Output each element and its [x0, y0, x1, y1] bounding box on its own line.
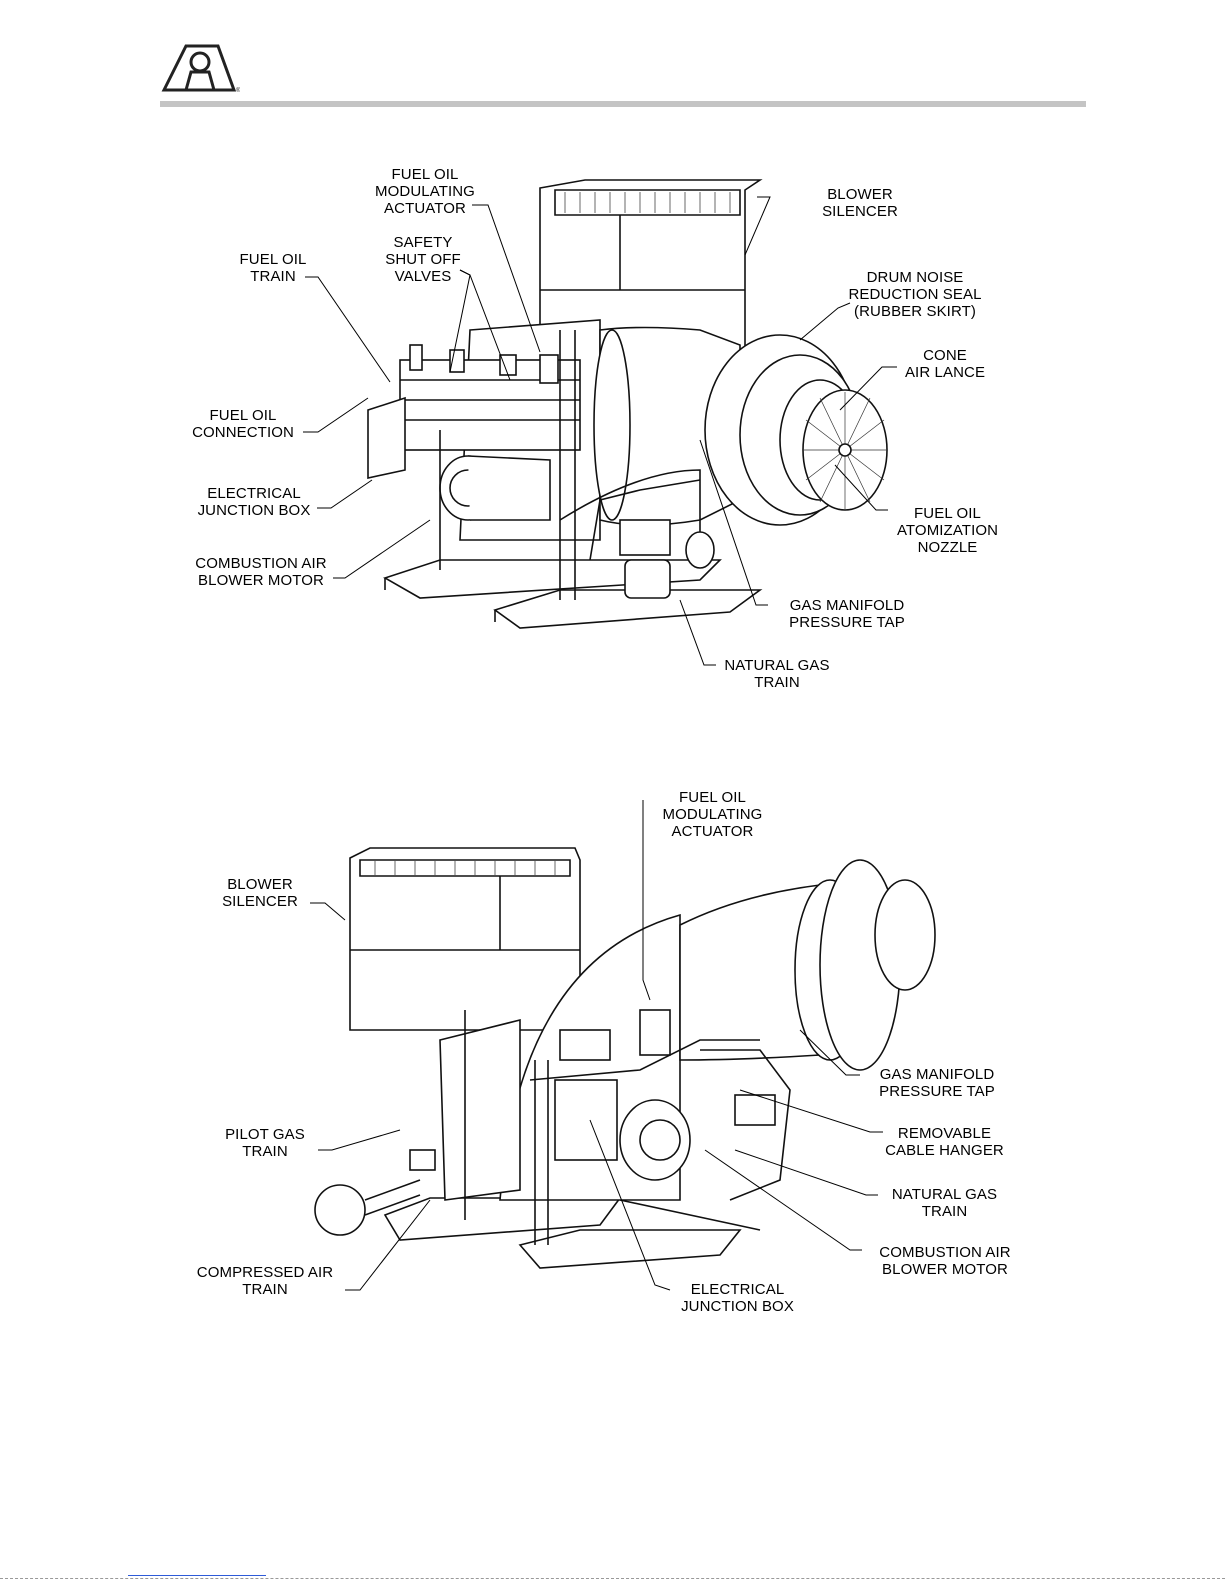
- label-cone-air-lance: CONE AIR LANCE: [904, 347, 986, 381]
- label-fuel-oil-atomization-nozzle: FUEL OIL ATOMIZATION NOZZLE: [896, 505, 999, 556]
- label-safety-shut-off-valves: SAFETY SHUT OFF VALVES: [385, 234, 461, 285]
- label-fuel-oil-modulating-actuator-bottom: FUEL OIL MODULATING ACTUATOR: [662, 789, 763, 840]
- label-blower-silencer: BLOWER SILENCER: [822, 186, 898, 220]
- label-combustion-air-blower-motor-bottom: COMBUSTION AIR BLOWER MOTOR: [879, 1244, 1011, 1278]
- label-gas-manifold-pressure-tap-bottom: GAS MANIFOLD PRESSURE TAP: [879, 1066, 995, 1100]
- registered-mark: ®: [236, 87, 240, 94]
- top-leader-lines: [303, 196, 897, 666]
- label-combustion-air-blower-motor: COMBUSTION AIR BLOWER MOTOR: [195, 555, 327, 589]
- label-natural-gas-train-bottom: NATURAL GAS TRAIN: [891, 1186, 998, 1220]
- label-compressed-air-train: COMPRESSED AIR TRAIN: [196, 1264, 334, 1298]
- label-fuel-oil-train: FUEL OIL TRAIN: [239, 251, 307, 285]
- bottom-burner-illustration: [314, 847, 936, 1269]
- label-electrical-junction-box-bottom: ELECTRICAL JUNCTION BOX: [681, 1281, 794, 1315]
- label-natural-gas-train: NATURAL GAS TRAIN: [724, 657, 830, 691]
- label-removable-cable-hanger: REMOVABLE CABLE HANGER: [885, 1125, 1004, 1159]
- bottom-leader-lines: [310, 800, 883, 1291]
- label-electrical-junction-box: ELECTRICAL JUNCTION BOX: [197, 485, 311, 519]
- label-fuel-oil-connection: FUEL OIL CONNECTION: [192, 407, 294, 441]
- company-logo-icon: ®: [161, 44, 240, 94]
- label-drum-noise-reduction-seal: DRUM NOISE REDUCTION SEAL (RUBBER SKIRT): [848, 269, 982, 320]
- footer-link-underline[interactable]: [128, 1575, 266, 1576]
- label-fuel-oil-modulating-actuator: FUEL OIL MODULATING ACTUATOR: [375, 166, 475, 217]
- page-footer-divider: [0, 1578, 1225, 1579]
- label-gas-manifold-pressure-tap: GAS MANIFOLD PRESSURE TAP: [789, 597, 905, 631]
- label-pilot-gas-train: PILOT GAS TRAIN: [225, 1126, 305, 1160]
- header-rule: [160, 101, 1086, 107]
- label-blower-silencer-bottom: BLOWER SILENCER: [222, 876, 298, 910]
